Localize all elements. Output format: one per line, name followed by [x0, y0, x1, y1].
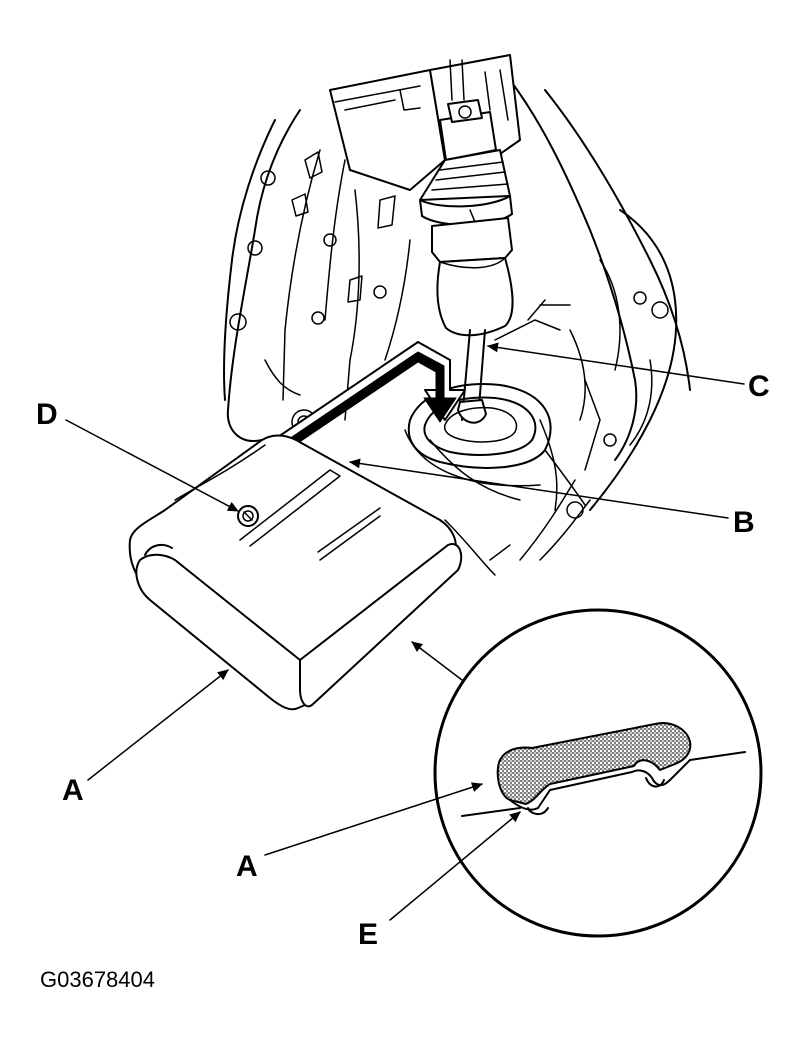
figure-id: G03678404 [40, 967, 155, 992]
leader-line-a-main [87, 669, 229, 781]
detail-cross-section [461, 722, 746, 817]
leader-lines [65, 342, 745, 921]
leader-line-c [487, 342, 745, 385]
leader-line-a-detail [264, 782, 483, 856]
callout-b: B [733, 506, 755, 539]
callout-a-main: A [62, 774, 84, 807]
leader-line-b [349, 458, 729, 519]
protector-cover-a [128, 434, 463, 711]
transmission-housing [222, 54, 691, 576]
leader-line-detail [411, 641, 463, 681]
shift-lever-opening [404, 383, 586, 506]
callout-e: E [358, 918, 378, 951]
shift-cable-c [419, 59, 514, 424]
leader-line-e [389, 811, 521, 921]
callout-d: D [36, 398, 58, 431]
callout-c: C [748, 370, 770, 403]
leader-line-d [65, 419, 239, 512]
callout-a-detail: A [236, 850, 258, 883]
